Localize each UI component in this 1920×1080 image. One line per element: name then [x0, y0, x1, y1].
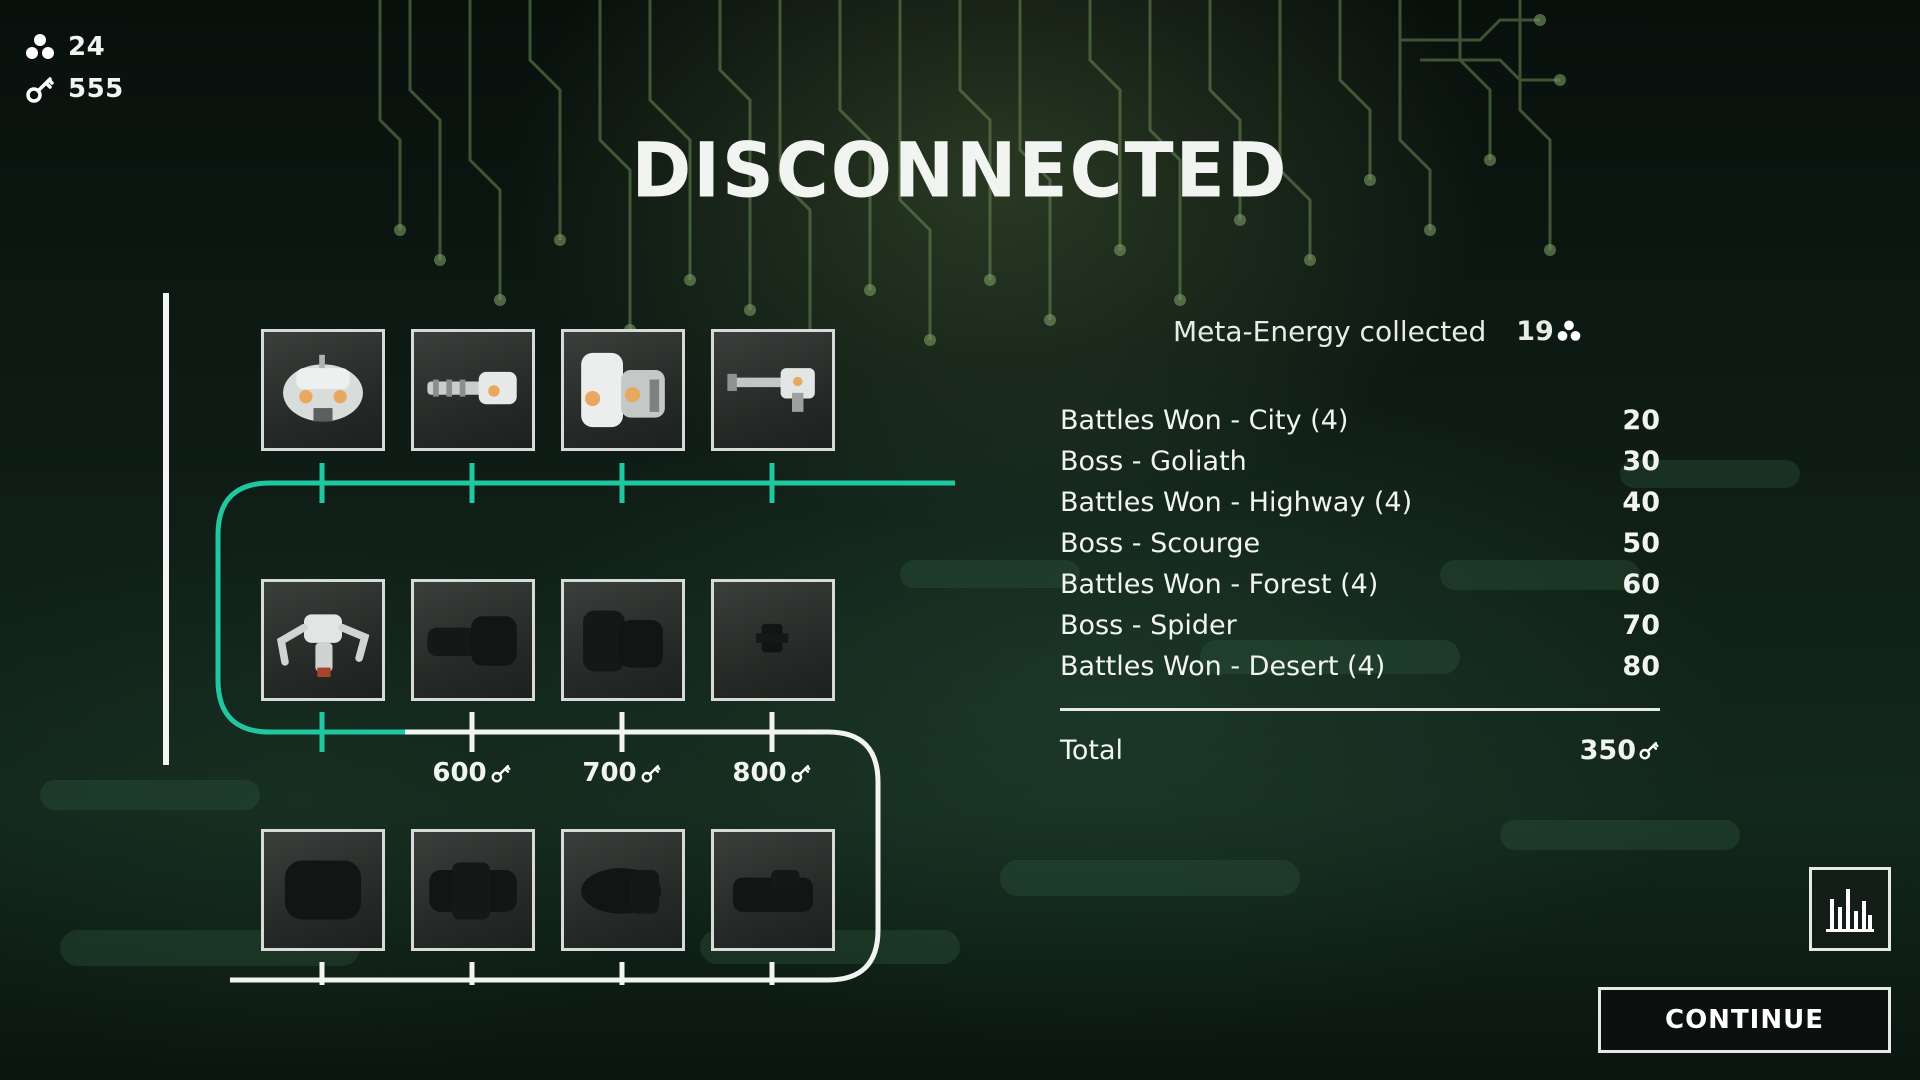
reward-value: 60	[1622, 569, 1660, 600]
tree-slot-locked-part[interactable]	[411, 579, 535, 701]
tree-slot-gun-part[interactable]	[411, 329, 535, 451]
list-item: Boss - Goliath 30	[1060, 441, 1660, 482]
meta-energy-counter: 24	[24, 26, 124, 68]
reward-label: Battles Won - Forest (4)	[1060, 569, 1379, 600]
legs-part-icon	[276, 614, 370, 678]
stats-button[interactable]	[1809, 867, 1891, 951]
reward-value: 40	[1622, 487, 1660, 518]
price-label: 600	[402, 758, 542, 788]
meta-energy-collected-label: Meta-Energy collected	[1173, 314, 1487, 348]
page-title: DISCONNECTED	[631, 125, 1289, 215]
total-row: Total 350	[1060, 730, 1660, 770]
locked-part-silhouette-icon	[583, 610, 663, 672]
list-item: Boss - Spider 70	[1060, 605, 1660, 646]
rewards-list: Battles Won - City (4) 20 Boss - Goliath…	[1060, 400, 1660, 687]
reward-label: Battles Won - Highway (4)	[1060, 487, 1413, 518]
reward-value: 30	[1622, 446, 1660, 477]
tree-slot-cannon-part[interactable]	[561, 329, 685, 451]
bar-chart-icon	[1826, 889, 1874, 932]
divider	[1060, 708, 1660, 711]
reward-label: Boss - Spider	[1060, 610, 1237, 641]
cannon-part-icon	[581, 352, 665, 428]
triple-orb-icon	[1557, 320, 1581, 341]
key-icon	[26, 77, 54, 103]
reward-value: 50	[1622, 528, 1660, 559]
reward-label: Boss - Goliath	[1060, 446, 1247, 477]
locked-part-silhouette-icon	[733, 870, 813, 912]
total-value: 350	[1579, 734, 1636, 766]
price-value: 600	[432, 758, 487, 788]
reward-value: 20	[1622, 405, 1660, 436]
list-item: Battles Won - Desert (4) 80	[1060, 646, 1660, 687]
tree-slot-locked-part[interactable]	[561, 829, 685, 951]
locked-part-silhouette-icon	[284, 860, 362, 920]
progress-line	[163, 293, 169, 765]
tree-slot-locked-part[interactable]	[711, 579, 835, 701]
locked-part-silhouette-icon	[581, 868, 662, 914]
price-label: 700	[552, 758, 692, 788]
triple-orb-icon	[26, 34, 54, 59]
key-icon	[1639, 741, 1659, 760]
reward-value: 80	[1622, 651, 1660, 682]
key-value: 555	[68, 74, 124, 104]
reward-value: 70	[1622, 610, 1660, 641]
price-value: 700	[582, 758, 637, 788]
reward-label: Boss - Scourge	[1060, 528, 1261, 559]
continue-button[interactable]: CONTINUE	[1598, 987, 1891, 1053]
locked-part-silhouette-icon	[427, 616, 517, 666]
tree-slot-legs-part[interactable]	[261, 579, 385, 701]
list-item: Battles Won - Highway (4) 40	[1060, 482, 1660, 523]
key-icon	[791, 764, 811, 783]
list-item: Battles Won - Forest (4) 60	[1060, 564, 1660, 605]
hull-part-icon	[283, 354, 363, 422]
gun-part-icon	[427, 371, 517, 405]
key-icon	[641, 764, 661, 783]
list-item: Boss - Scourge 50	[1060, 523, 1660, 564]
list-item: Battles Won - City (4) 20	[1060, 400, 1660, 441]
meta-energy-value: 24	[68, 32, 106, 62]
tree-slot-locked-part[interactable]	[561, 579, 685, 701]
tree-slot-hull-part[interactable]	[261, 329, 385, 451]
locked-part-silhouette-icon	[755, 623, 789, 653]
resource-hud: 24 555	[24, 26, 124, 110]
locked-part-silhouette-icon	[429, 862, 517, 920]
meta-energy-collected: Meta-Energy collected 19	[1173, 311, 1582, 351]
tree-slot-rifle-part[interactable]	[711, 329, 835, 451]
tree-slot-locked-part[interactable]	[411, 829, 535, 951]
price-value: 800	[732, 758, 787, 788]
meta-energy-collected-value: 19	[1516, 315, 1554, 347]
rifle-part-icon	[727, 368, 815, 412]
reward-label: Battles Won - Desert (4)	[1060, 651, 1386, 682]
price-label: 800	[702, 758, 842, 788]
reward-label: Battles Won - City (4)	[1060, 405, 1349, 436]
key-icon	[491, 764, 511, 783]
total-label: Total	[1060, 734, 1124, 766]
tree-slot-locked-part[interactable]	[261, 829, 385, 951]
key-counter: 555	[24, 68, 124, 110]
tree-slot-locked-part[interactable]	[711, 829, 835, 951]
total-value-wrap: 350	[1580, 735, 1660, 766]
